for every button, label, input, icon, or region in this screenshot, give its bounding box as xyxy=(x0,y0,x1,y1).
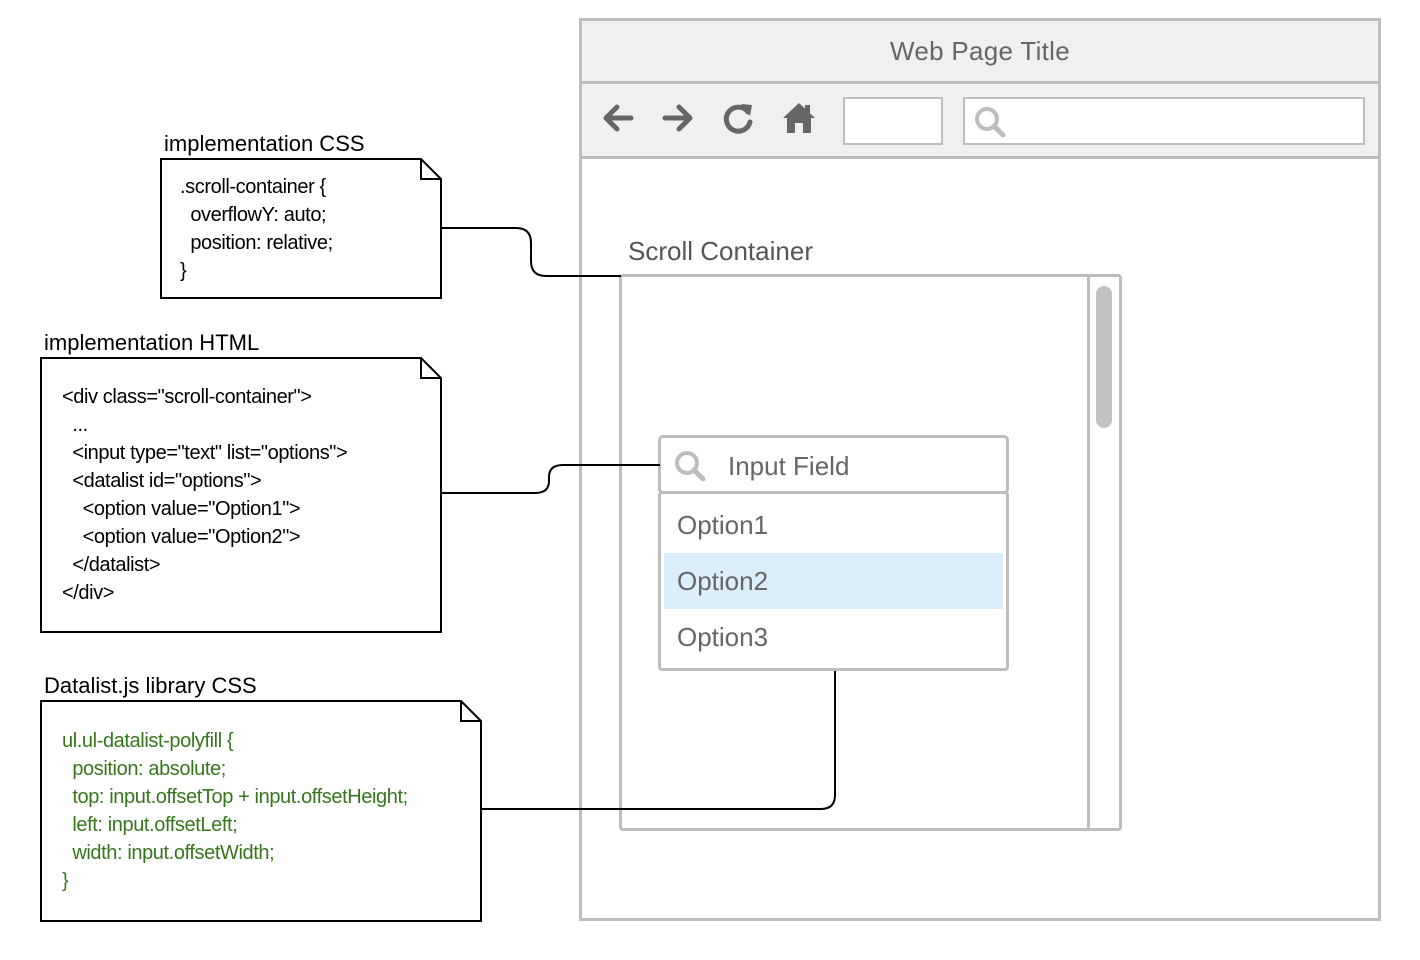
option-item[interactable]: Option1 xyxy=(677,510,769,540)
library-note: ul.ul-datalist-polyfill { position: abso… xyxy=(40,700,482,922)
code-line: <div class="scroll-container"> xyxy=(62,386,312,408)
search-icon xyxy=(675,451,706,482)
css-note: .scroll-container { overflowY: auto; pos… xyxy=(160,158,442,299)
css-note-title: implementation CSS xyxy=(164,131,365,156)
datalist-input[interactable]: Input Field xyxy=(658,435,1009,494)
forward-arrow-icon[interactable] xyxy=(660,100,696,136)
note-frame xyxy=(40,357,442,633)
input-placeholder: Input Field xyxy=(728,451,850,481)
note-frame xyxy=(40,700,482,922)
scroll-container-label: Scroll Container xyxy=(628,236,813,266)
code-line: position: absolute; xyxy=(62,758,226,780)
refresh-icon[interactable] xyxy=(720,100,756,136)
code-line: </datalist> xyxy=(62,554,161,576)
option-item[interactable]: Option3 xyxy=(677,622,769,652)
code-line: position: relative; xyxy=(180,232,333,254)
browser-titlebar: Web Page Title xyxy=(582,21,1378,84)
browser-toolbar xyxy=(582,84,1378,159)
scrollbar-thumb[interactable] xyxy=(1096,286,1112,428)
code-line: } xyxy=(62,870,69,892)
code-line: <option value="Option1"> xyxy=(62,498,301,520)
code-line: top: input.offsetTop + input.offsetHeigh… xyxy=(62,786,408,808)
code-line: <datalist id="options"> xyxy=(62,470,262,492)
html-note: <div class="scroll-container"> ... <inpu… xyxy=(40,357,442,633)
html-note-title: implementation HTML xyxy=(44,330,260,355)
scrollbar[interactable] xyxy=(1087,277,1119,828)
code-line: </div> xyxy=(62,582,115,604)
browser-search-input[interactable] xyxy=(963,97,1365,145)
code-line: ... xyxy=(62,414,88,436)
address-input[interactable] xyxy=(843,97,943,145)
code-line: <option value="Option2"> xyxy=(62,526,301,548)
home-icon[interactable] xyxy=(781,100,817,136)
library-note-title: Datalist.js library CSS xyxy=(44,673,257,698)
page-title: Web Page Title xyxy=(889,35,1071,66)
code-line: left: input.offsetLeft; xyxy=(62,814,238,836)
note-frame xyxy=(160,158,442,299)
code-line: .scroll-container { xyxy=(180,176,326,198)
option-item-selected[interactable]: Option2 xyxy=(664,553,1003,609)
code-line: width: input.offsetWidth; xyxy=(62,842,275,864)
code-line: overflowY: auto; xyxy=(180,204,327,226)
code-line: <input type="text" list="options"> xyxy=(62,442,348,464)
code-line: ul.ul-datalist-polyfill { xyxy=(62,730,234,752)
back-arrow-icon[interactable] xyxy=(600,100,636,136)
code-line: } xyxy=(180,260,187,282)
datalist-dropdown: Option1 Option2 Option3 xyxy=(658,491,1009,671)
search-icon xyxy=(975,107,1006,138)
